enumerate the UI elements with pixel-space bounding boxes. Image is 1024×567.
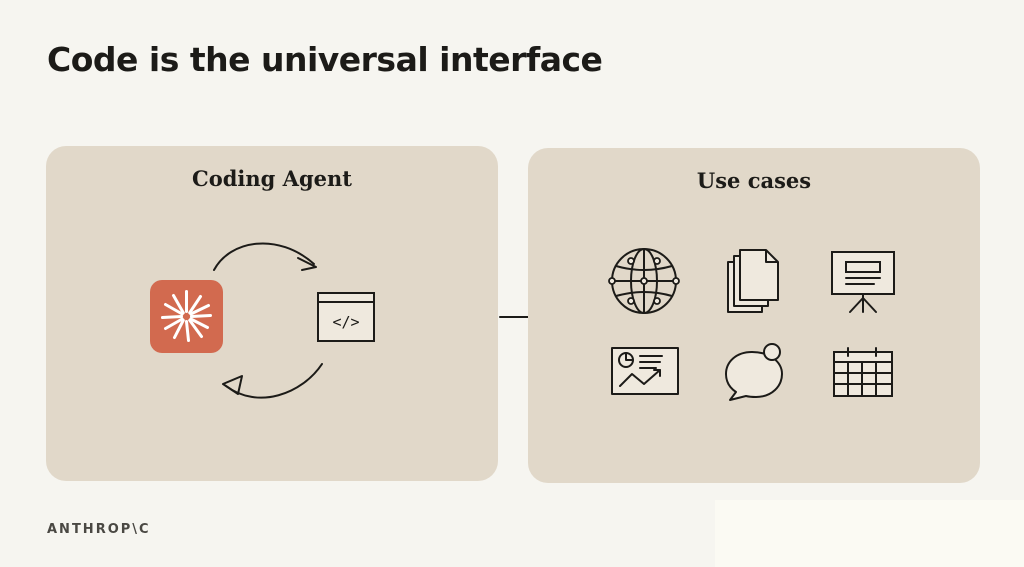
coding-agent-title: Coding Agent bbox=[192, 166, 352, 191]
code-glyph: </> bbox=[332, 313, 359, 331]
agent-logo-tile bbox=[150, 280, 223, 353]
slide-title: Code is the universal interface bbox=[47, 40, 603, 79]
use-cases-panel: Use cases bbox=[528, 148, 980, 483]
globe-icon bbox=[608, 248, 680, 314]
coding-agent-panel: Coding Agent bbox=[46, 146, 498, 481]
chat-bubble-icon bbox=[725, 343, 783, 401]
report-chart-icon bbox=[611, 347, 679, 395]
starburst-icon bbox=[161, 290, 212, 342]
presentation-icon bbox=[831, 251, 895, 313]
cycle-arrow-top-icon bbox=[213, 242, 317, 271]
use-cases-title: Use cases bbox=[696, 168, 812, 193]
documents-icon bbox=[727, 249, 779, 313]
brand-wordmark: ANTHROP\C bbox=[47, 522, 151, 537]
calendar-grid-icon bbox=[833, 347, 893, 397]
code-window-icon: </> bbox=[317, 292, 375, 342]
background-glow bbox=[715, 500, 1024, 567]
cycle-arrow-bottom-icon bbox=[222, 363, 323, 399]
